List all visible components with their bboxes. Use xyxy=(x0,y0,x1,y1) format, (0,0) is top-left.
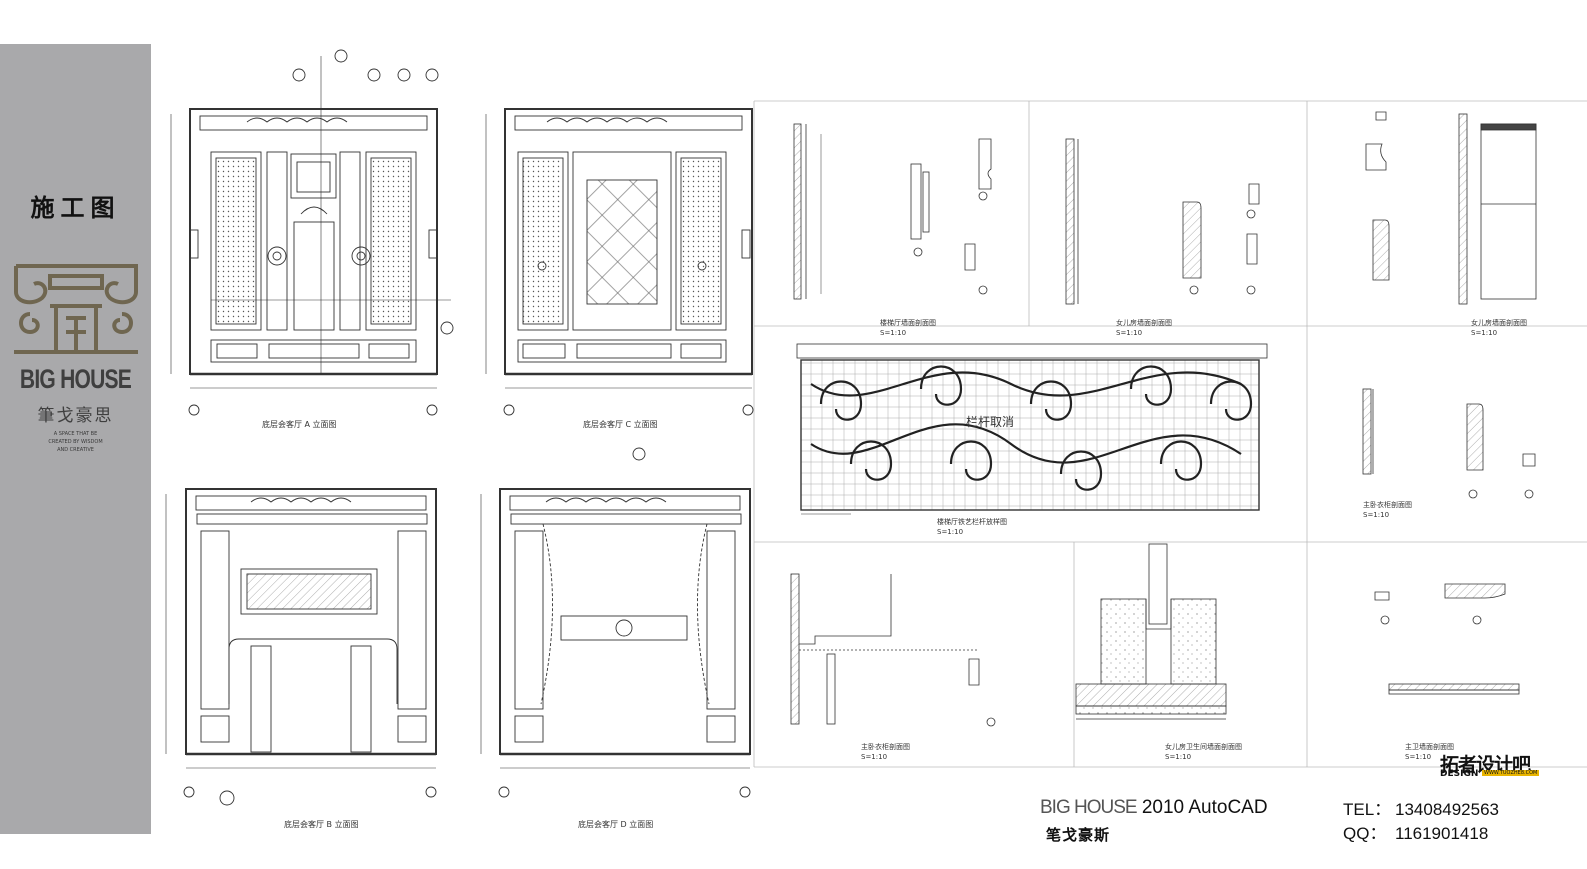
detail-scale: S=1:10 xyxy=(1116,329,1142,337)
elevation-a xyxy=(170,49,454,416)
detail-title: 主卧衣柜剖面图 xyxy=(861,742,910,751)
big-house-logo-icon xyxy=(14,264,138,354)
cad-drawing: 底层会客厅 A 立面图 底层会客厅 C 立面图 xyxy=(165,49,1587,829)
detail-title: 女儿房墙面剖面图 xyxy=(1116,318,1172,327)
detail-bathroom-wall xyxy=(1075,543,1227,720)
detail-title: 女儿房卫生间墙面剖面图 xyxy=(1165,742,1242,751)
detail-stair-wall xyxy=(793,123,992,300)
detail-title: 楼梯厅铁艺栏杆放样图 xyxy=(937,517,1007,526)
detail-scale: S=1:10 xyxy=(880,329,906,337)
panel-title: 底层会客厅 B 立面图 xyxy=(284,819,359,829)
watermark-url: WWW.TUOZHE8.COM xyxy=(1482,770,1540,776)
detail-scale: S=1:10 xyxy=(861,753,887,761)
brand-name-cn: 筆戈豪思 xyxy=(37,406,114,426)
contact-info: TEL：13408492563 QQ： 1161901418 xyxy=(1343,798,1499,846)
brand-tagline: A SPACE THAT BE CREATED BY WISDOM AND CR… xyxy=(0,430,151,454)
detail-scale: S=1:10 xyxy=(1405,753,1431,761)
watermark-en: DESIGN xyxy=(1440,769,1479,779)
sidebar xyxy=(0,44,151,834)
sheet-title: 施工图 xyxy=(30,193,121,222)
detail-title: 女儿房墙面剖面图 xyxy=(1471,318,1527,327)
detail-scale: S=1:10 xyxy=(1363,511,1389,519)
railing-cancel-label: 栏杆取消 xyxy=(966,414,1014,429)
detail-daughter-room-wall-2 xyxy=(1365,111,1537,305)
panel-title: 底层会客厅 C 立面图 xyxy=(583,419,658,429)
brand-name: BIG HOUSE xyxy=(19,364,132,394)
detail-scale: S=1:10 xyxy=(1471,329,1497,337)
railing-elevation xyxy=(796,343,1268,515)
tel-label: TEL： xyxy=(1343,800,1392,819)
title-block-brand-cn: 笔戈豪斯 xyxy=(1046,826,1111,844)
detail-daughter-room-wall xyxy=(1065,138,1260,305)
detail-scale: S=1:10 xyxy=(1165,753,1191,761)
detail-grid xyxy=(753,100,1587,768)
elevation-b xyxy=(165,488,437,806)
watermark: 拓者设计吧 DESIGN WWW.TUOZHE8.COM xyxy=(1440,750,1544,780)
qq-row: QQ： 1161901418 xyxy=(1343,822,1499,846)
title-block-brand: BIG HOUSE xyxy=(1040,797,1138,818)
elevation-c xyxy=(485,108,754,416)
qq-value: 1161901418 xyxy=(1395,824,1489,843)
detail-scale: S=1:10 xyxy=(937,528,963,536)
detail-title: 楼梯厅墙面剖面图 xyxy=(880,318,936,327)
detail-title: 主卫墙面剖面图 xyxy=(1405,742,1454,751)
detail-right-middle xyxy=(1362,388,1536,499)
tagline-line: AND CREATIVE xyxy=(57,447,94,453)
panel-title: 底层会客厅 A 立面图 xyxy=(262,419,337,429)
tel-value: 13408492563 xyxy=(1395,800,1500,819)
title-block: BIG HOUSE 2010 AutoCAD xyxy=(1040,797,1268,819)
detail-wardrobe xyxy=(790,573,996,727)
title-block-software: 2010 AutoCAD xyxy=(1141,797,1268,818)
tel-row: TEL：13408492563 xyxy=(1343,798,1499,822)
qq-label: QQ： xyxy=(1343,824,1387,843)
detail-title: 主卧衣柜剖面图 xyxy=(1363,500,1412,509)
tagline-line: CREATED BY WISDOM xyxy=(48,439,103,445)
tagline-line: A SPACE THAT BE xyxy=(53,431,98,437)
elevation-d xyxy=(480,447,751,798)
panel-title: 底层会客厅 D 立面图 xyxy=(578,819,653,829)
detail-master-bath xyxy=(1374,583,1520,695)
